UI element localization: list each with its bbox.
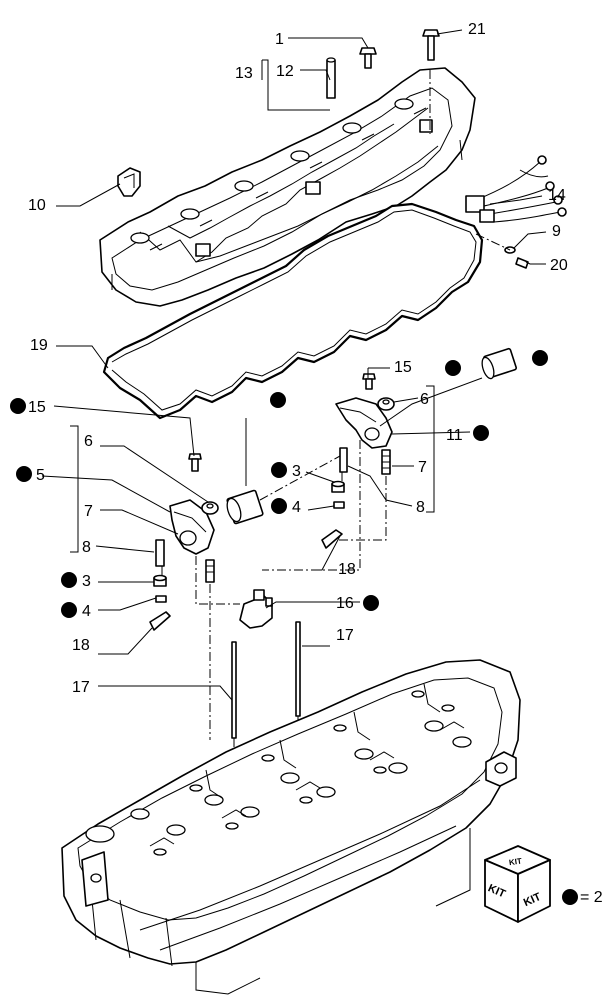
injector-part-16 (239, 589, 273, 629)
kit-marker-dot (61, 572, 77, 588)
callout-19: 19 (30, 337, 48, 354)
rocker-arm-left-part-5 (169, 499, 215, 555)
kit-marker-dot (61, 602, 77, 618)
callout-6-right: 6 (420, 391, 429, 408)
kit-marker-dot (16, 466, 32, 482)
callout-4-mid: 4 (292, 499, 301, 516)
callout-12: 12 (276, 63, 294, 80)
callout-15-left: 15 (28, 399, 46, 416)
callout-6-left: 6 (84, 433, 93, 450)
screw-part-20 (515, 257, 529, 269)
callout-17-left: 17 (72, 679, 90, 696)
callout-13: 13 (235, 65, 253, 82)
leader-lines (41, 29, 547, 701)
callout-7-left: 7 (84, 503, 93, 520)
seat-part-3 (153, 480, 345, 587)
pushrod-part-17 (231, 621, 301, 739)
callout-21: 21 (468, 21, 486, 38)
callout-18-right: 18 (338, 561, 356, 578)
callout-8-left: 8 (82, 539, 91, 556)
callout-1: 1 (275, 31, 284, 48)
callout-18-left: 18 (72, 637, 90, 654)
callout-14: 14 (548, 187, 566, 204)
callout-16: 16 (336, 595, 354, 612)
kit-marker-dot (363, 595, 379, 611)
gasket-part-19 (102, 202, 484, 420)
stud-part-7 (205, 449, 391, 583)
callout-3-left: 3 (82, 573, 91, 590)
rocker-cover (99, 67, 476, 307)
rocker-arm-right-part-11 (335, 397, 393, 449)
callout-5: 5 (36, 467, 45, 484)
wiring-harness-part-14 (465, 155, 567, 223)
callout-11: 11 (446, 427, 463, 444)
bolt-part-15-left (188, 453, 202, 472)
callout-4-left: 4 (82, 603, 91, 620)
callout-labels: 1 21 13 12 10 14 9 20 19 15 6 11 7 8 15 … (28, 21, 568, 696)
bushing-part-upper (481, 347, 517, 380)
callout-17-right: 17 (336, 627, 354, 644)
bolt-part-1 (359, 47, 377, 69)
kit-marker-dot (473, 425, 489, 441)
callout-9: 9 (552, 223, 561, 240)
bushing-part-lower (226, 489, 264, 525)
pin-part-8 (155, 447, 348, 567)
clip-part-10 (117, 167, 141, 197)
kit-marker-dot (445, 360, 461, 376)
kit-legend-dot (562, 889, 578, 905)
bridge-part-18 (149, 529, 343, 631)
kit-top-label: KIT (508, 856, 522, 867)
callout-3-mid: 3 (292, 463, 301, 480)
bolt-part-15-right (362, 373, 376, 390)
callout-8-right: 8 (416, 499, 425, 516)
kit-box-icon: KIT KIT KIT (484, 845, 551, 923)
kit-marker-dot (271, 462, 287, 478)
callout-15-right: 15 (394, 359, 412, 376)
kit-markers (10, 350, 548, 618)
dowel-part-12 (326, 57, 336, 99)
callout-20: 20 (550, 257, 568, 274)
kit-marker-dot (532, 350, 548, 366)
bolt-part-21 (422, 29, 440, 61)
kit-marker-dot (270, 392, 286, 408)
kit-legend-quantity: = 2 (580, 889, 603, 906)
callout-7-right: 7 (418, 459, 427, 476)
kit-marker-dot (271, 498, 287, 514)
nut-part-6 (201, 397, 395, 515)
callout-10: 10 (28, 197, 46, 214)
cylinder-head (61, 659, 521, 995)
kit-marker-dot (10, 398, 26, 414)
kit-legend: KIT KIT KIT = 2 (484, 845, 603, 923)
